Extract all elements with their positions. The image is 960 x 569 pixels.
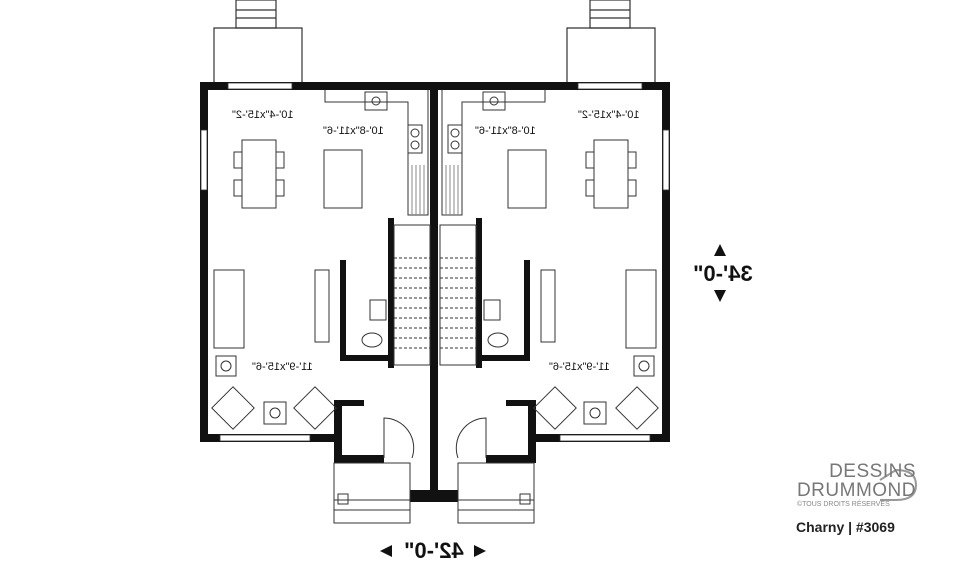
brand-line-1: DESSINS bbox=[829, 461, 916, 482]
room-label-living-left: 11'-9"x15'-6" bbox=[252, 361, 313, 373]
overall-width-label: 42'-0" bbox=[404, 538, 464, 563]
room-label-dining-left: 10'-4"x15'-2" bbox=[232, 109, 294, 121]
overall-depth-label: 34'-0" bbox=[693, 261, 753, 286]
brand-rights: ©TOUS DROITS RÉSERVÉS bbox=[796, 501, 890, 508]
brand-line-2: DRUMMOND bbox=[796, 480, 916, 501]
room-label-kitchen-right: 10'-8"x11'-6" bbox=[475, 125, 536, 137]
room-label-kitchen-left: 10'-8"x11'-6" bbox=[323, 125, 384, 137]
brand-logo: DESSINS DRUMMOND ©TOUS DROITS RÉSERVÉS bbox=[797, 462, 916, 510]
room-label-dining-right: 10'-4"x15'-2" bbox=[578, 109, 640, 121]
room-label-living-right: 11'-9"x15'-6" bbox=[549, 361, 610, 373]
plan-caption: Charny | #3069 bbox=[796, 519, 895, 535]
